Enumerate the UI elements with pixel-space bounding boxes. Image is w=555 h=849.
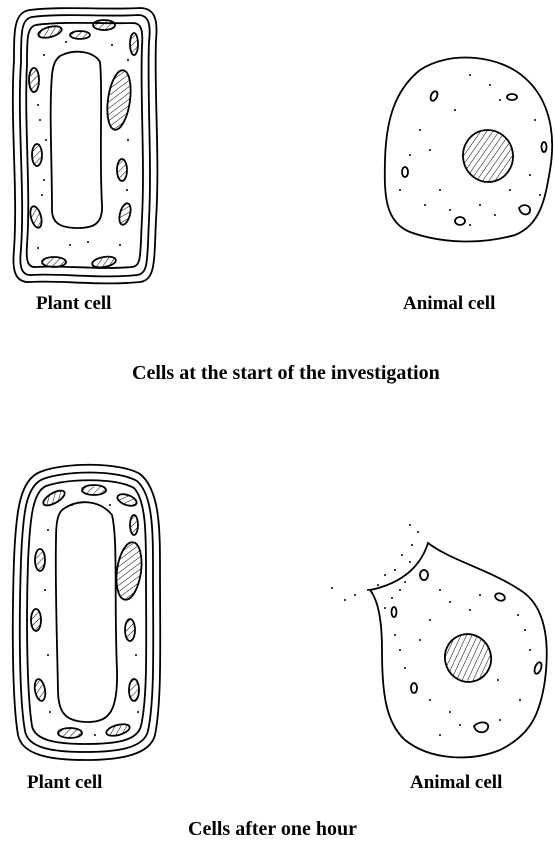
animal-nucleus: [459, 126, 517, 186]
animal-nucleus: [438, 628, 498, 689]
animal-cell-label-start: Animal cell: [403, 293, 495, 315]
plant-vacuole: [51, 52, 102, 228]
animal-cell-label-after: Animal cell: [410, 772, 502, 794]
plant-chloroplasts: [28, 20, 138, 269]
plant-cell-label-start: Plant cell: [36, 293, 111, 315]
plant-cell-after: [13, 465, 160, 760]
plant-vacuole: [56, 502, 117, 722]
plant-nucleus: [104, 69, 134, 131]
plant-cell-label-after: Plant cell: [27, 772, 102, 794]
animal-leaked-cytoplasm: [331, 524, 531, 736]
plant-cell-membrane: [26, 23, 143, 268]
plant-nucleus: [113, 541, 145, 602]
animal-cell-after: [331, 524, 547, 757]
plant-cell-membrane: [27, 480, 146, 744]
caption-after: Cells after one hour: [188, 818, 357, 841]
caption-start: Cells at the start of the investigation: [132, 362, 440, 385]
animal-cell-start: [385, 58, 552, 242]
plant-cell-start: [13, 8, 158, 283]
plant-chloroplasts: [31, 485, 139, 738]
